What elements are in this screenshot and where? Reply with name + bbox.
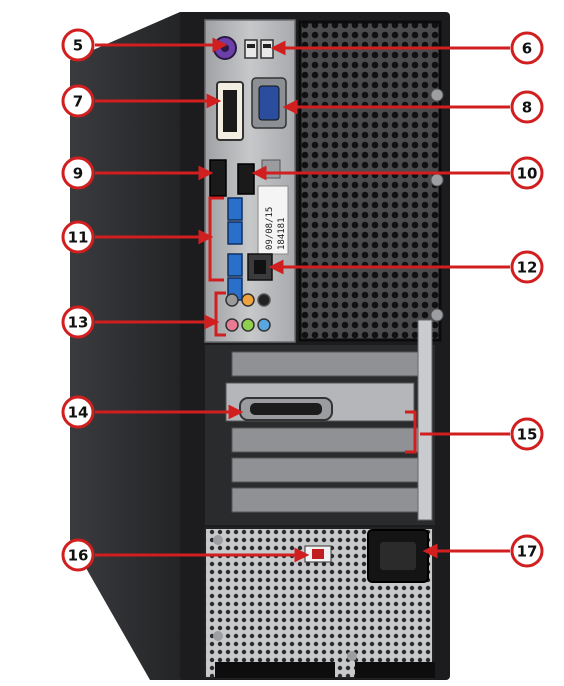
leader-lines bbox=[95, 37, 510, 563]
callout-17: 17 bbox=[510, 534, 544, 568]
usb3-port bbox=[227, 197, 243, 221]
callout-label: 13 bbox=[68, 314, 89, 332]
vent-screw bbox=[430, 173, 444, 187]
slot-retention-bar bbox=[417, 319, 433, 521]
sticker-serial: 184181 bbox=[277, 217, 287, 250]
audio-jack-orange bbox=[241, 293, 255, 307]
rear-fan-vent bbox=[300, 22, 440, 340]
callout-label: 5 bbox=[73, 37, 83, 55]
expansion-slot-cover bbox=[231, 457, 419, 483]
callout-label: 12 bbox=[517, 259, 538, 277]
callout-label: 7 bbox=[73, 93, 83, 111]
audio-jack-green bbox=[241, 318, 255, 332]
case-foot bbox=[355, 662, 435, 678]
expansion-slot-cover bbox=[231, 427, 419, 453]
psu-screw bbox=[347, 651, 357, 661]
callout-label: 16 bbox=[68, 547, 89, 565]
callout-5: 5 bbox=[61, 28, 95, 62]
callout-label: 15 bbox=[517, 426, 538, 444]
date-sticker bbox=[257, 185, 289, 255]
audio-jack-pink bbox=[225, 318, 239, 332]
usb2-port bbox=[244, 39, 258, 59]
usb3-group-bracket bbox=[208, 196, 224, 282]
callout-label: 10 bbox=[517, 165, 538, 183]
callout-label: 9 bbox=[73, 165, 83, 183]
audio-jack-gray bbox=[225, 293, 239, 307]
callout-label: 8 bbox=[522, 99, 532, 117]
callout-10: 10 bbox=[510, 156, 544, 190]
displayport-port bbox=[209, 159, 227, 197]
usb3-port bbox=[227, 253, 243, 277]
callout-16: 15 bbox=[510, 417, 544, 451]
psu-screw bbox=[213, 631, 223, 641]
callout-9: 9 bbox=[61, 156, 95, 190]
expansion-slot-cover bbox=[231, 487, 419, 513]
case-side-panel bbox=[70, 12, 200, 680]
callout-15: 16 bbox=[61, 538, 95, 572]
usb3-port bbox=[227, 221, 243, 245]
callout-7: 7 bbox=[61, 84, 95, 118]
vent-screw bbox=[430, 308, 444, 322]
usb2-port bbox=[260, 39, 274, 59]
audio-group-bracket bbox=[214, 291, 226, 337]
expansion-slot-cover bbox=[231, 351, 419, 377]
callout-label: 17 bbox=[517, 543, 538, 561]
audio-jack-blue bbox=[257, 318, 271, 332]
psu-screw bbox=[213, 535, 223, 545]
slot-group-bracket bbox=[405, 410, 417, 454]
sticker-date: 09/08/15 bbox=[265, 207, 275, 250]
callout-13: 13 bbox=[61, 305, 95, 339]
case-foot bbox=[215, 662, 335, 678]
callout-8: 8 bbox=[510, 90, 544, 124]
callout-11: 11 bbox=[61, 220, 95, 254]
callout-label: 14 bbox=[68, 404, 89, 422]
callout-label: 11 bbox=[68, 229, 89, 247]
callout-label: 6 bbox=[522, 40, 532, 58]
vent-screw bbox=[430, 88, 444, 102]
hdmi-port bbox=[237, 163, 255, 195]
callout-14: 14 bbox=[61, 395, 95, 429]
callout-6: 6 bbox=[510, 31, 544, 65]
audio-jack-black bbox=[257, 293, 271, 307]
callout-12: 12 bbox=[510, 250, 544, 284]
